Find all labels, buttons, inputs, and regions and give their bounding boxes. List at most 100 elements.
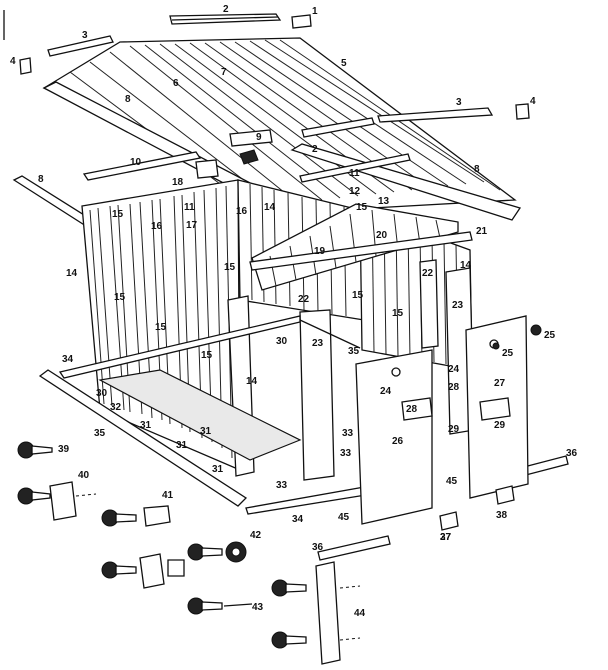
- label-8b: 8: [38, 174, 44, 185]
- label-11b: 11: [349, 168, 360, 179]
- floor-base-plate: [98, 369, 302, 461]
- label-3b: 3: [456, 97, 462, 108]
- label-29a: 29: [448, 424, 460, 435]
- screw-nut-41: [101, 505, 171, 527]
- floor-rail-door: [245, 485, 373, 515]
- label-11a: 11: [184, 202, 195, 213]
- label-15h: 15: [392, 308, 404, 319]
- label-15b: 15: [114, 292, 126, 303]
- label-31b: 31: [176, 440, 188, 451]
- label-45b: 45: [446, 476, 458, 487]
- label-35a: 35: [348, 346, 360, 357]
- label-20: 20: [376, 230, 388, 241]
- roof-panels: [42, 37, 517, 213]
- label-8c: 8: [474, 164, 480, 175]
- label-42: 42: [250, 530, 262, 541]
- door-post-22: [419, 259, 439, 349]
- label-18: 18: [172, 177, 184, 188]
- label-36b: 36: [312, 542, 324, 553]
- label-44: 44: [354, 608, 366, 619]
- label-13: 13: [378, 196, 390, 207]
- label-34a: 34: [62, 354, 74, 365]
- label-5: 5: [341, 58, 347, 69]
- door-track-36: [317, 535, 391, 561]
- label-15e: 15: [224, 262, 236, 273]
- label-24a: 24: [380, 386, 392, 397]
- label-33c: 33: [276, 480, 288, 491]
- label-14d: 14: [460, 260, 472, 271]
- floor-rail-left: [58, 315, 301, 379]
- label-40: 40: [78, 470, 90, 481]
- label-15d: 15: [201, 350, 213, 361]
- label-24b: 24: [448, 364, 460, 375]
- beam-connector: [195, 159, 219, 179]
- trim-end-cap-right: [515, 103, 530, 120]
- label-9: 9: [256, 132, 262, 143]
- label-16a: 16: [151, 221, 163, 232]
- label-35b: 35: [94, 428, 106, 439]
- door-knob-25b: [492, 342, 500, 350]
- label-1: 1: [312, 6, 318, 17]
- label-37: 37: [440, 532, 452, 543]
- gable-truss: [251, 203, 459, 291]
- doors: [355, 315, 542, 531]
- roof-beam-11: [299, 153, 411, 183]
- label-34b: 34: [292, 514, 304, 525]
- label-2b: 2: [312, 144, 318, 155]
- trim-end-cap-left: [19, 57, 32, 75]
- roof-assembly: [19, 13, 530, 221]
- label-4a: 4: [10, 56, 16, 67]
- door-knob-25: [530, 324, 542, 336]
- label-17: 17: [186, 220, 198, 231]
- label-33b: 33: [340, 448, 352, 459]
- door-handle-left: [391, 367, 401, 377]
- label-8a: 8: [125, 94, 131, 105]
- door-guide-38: [495, 485, 515, 505]
- label-2a: 2: [223, 4, 229, 15]
- label-25b: 25: [502, 348, 514, 359]
- label-25a: 25: [544, 330, 556, 341]
- label-39: 39: [58, 444, 70, 455]
- label-14b: 14: [264, 202, 276, 213]
- label-38: 38: [496, 510, 508, 521]
- door-left-26: [355, 349, 433, 525]
- label-15a: 15: [112, 209, 124, 220]
- label-33a: 33: [342, 428, 354, 439]
- screw-washer-42: [187, 541, 247, 563]
- label-27b: 27: [440, 532, 452, 543]
- roof-fascia-right: [290, 143, 522, 221]
- screw-clip-mid: [101, 553, 185, 589]
- label-23b: 23: [452, 300, 464, 311]
- ridge-bracket: [229, 129, 273, 147]
- ridge-bracket-clip: [239, 149, 259, 165]
- label-29b: 29: [494, 420, 506, 431]
- roof-trim-right: [377, 107, 494, 123]
- label-10: 10: [130, 157, 142, 168]
- label-31c: 31: [200, 426, 212, 437]
- screw-43: [187, 597, 253, 615]
- label-22b: 22: [422, 268, 434, 279]
- part-labels: 1 2 2 3 3 4 4 5 6 7 8 8 8 9 10 11 11 12 …: [10, 4, 578, 619]
- label-43: 43: [252, 602, 264, 613]
- label-31d: 31: [212, 464, 224, 475]
- label-22a: 22: [298, 294, 310, 305]
- roof-trim-left: [47, 35, 114, 57]
- floor-rail-front: [38, 369, 248, 507]
- ridge-end-cap: [291, 14, 312, 29]
- label-7: 7: [221, 67, 227, 78]
- label-27a: 27: [494, 378, 506, 389]
- label-14a: 14: [66, 268, 78, 279]
- label-32: 32: [110, 402, 122, 413]
- roof-beam-10: [82, 151, 202, 181]
- label-30b: 30: [96, 388, 108, 399]
- hardware: [3, 10, 391, 665]
- door-guide-37: [439, 511, 459, 531]
- door-latch-28: [401, 397, 433, 421]
- gable-header: [249, 203, 473, 291]
- door-latch-29: [479, 397, 511, 421]
- label-31a: 31: [140, 420, 152, 431]
- floor-frame: [38, 315, 569, 515]
- label-15f: 15: [356, 202, 368, 213]
- label-12: 12: [349, 186, 361, 197]
